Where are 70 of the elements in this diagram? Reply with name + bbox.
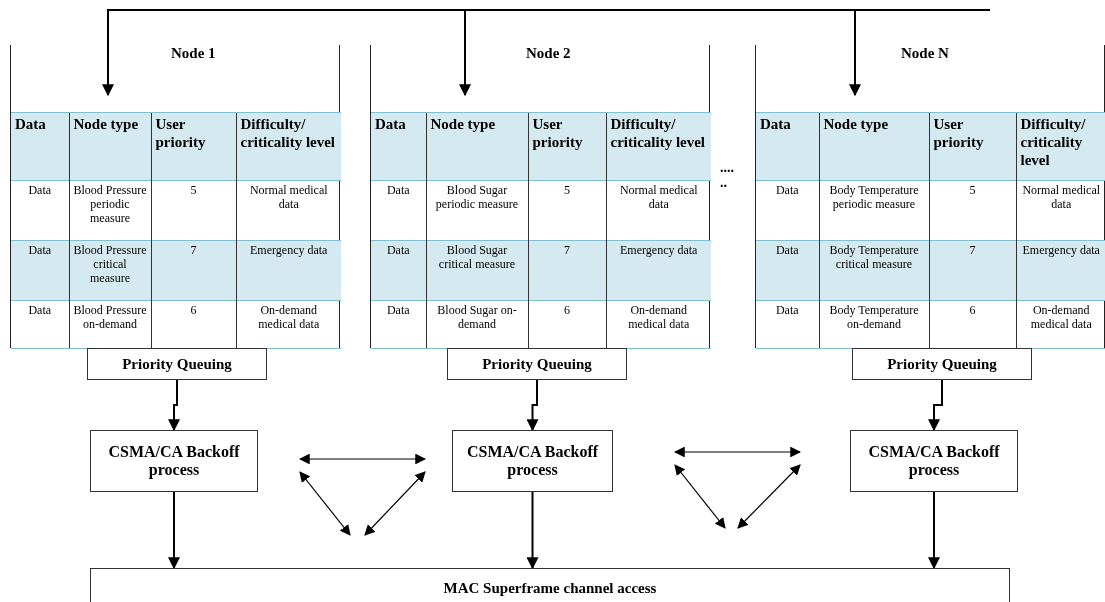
table-entry: Body Temperature periodic measure [828, 183, 920, 211]
table-entry: Data [386, 243, 410, 257]
table-entry: 6 [190, 303, 197, 317]
table-entry: 7 [564, 243, 570, 257]
arrow [168, 491, 180, 570]
table-entry: 7 [969, 243, 976, 257]
process-box: CSMA/CA Backoff process [452, 430, 613, 492]
table-entry: Data [775, 183, 799, 197]
process-box: Priority Queuing [447, 348, 627, 380]
table-entry: Emergency data [620, 243, 698, 257]
column-header: Data [375, 115, 406, 133]
arrow [849, 9, 991, 97]
table-entry: Data [28, 243, 52, 257]
column-header: Node type [430, 115, 496, 133]
process-box: CSMA/CA Backoff process [850, 430, 1018, 492]
table-entry: Data [386, 183, 410, 197]
arrow [526, 491, 539, 570]
table-entry: Emergency data [1022, 243, 1100, 257]
table-entry: Data [386, 303, 410, 317]
arrow [928, 491, 940, 570]
table-entry: Normal medical data [618, 183, 699, 211]
table-entry: Blood Pressure periodic measure [73, 183, 147, 225]
table-entry: On-demand medical data [257, 303, 321, 331]
table-entry: 6 [969, 303, 976, 317]
node-panel [370, 45, 710, 348]
column-header: Difficulty/ criticality level [610, 115, 707, 151]
process-box: Priority Queuing [87, 348, 267, 380]
process-box: MAC Superframe channel access [90, 568, 1010, 602]
table-entry: Data [28, 183, 52, 197]
process-box: Priority Queuing [852, 348, 1032, 380]
column-header: Data [15, 115, 46, 133]
table-entry: 7 [190, 243, 197, 257]
arrow [526, 379, 539, 432]
column-header: Node type [823, 115, 889, 133]
column-header: User priority [155, 115, 207, 151]
table-entry: Body Temperature critical measure [828, 243, 920, 271]
table-entry: Blood Sugar periodic measure [434, 183, 520, 211]
table-entry: Data [28, 303, 52, 317]
node-panel [755, 45, 1105, 348]
column-header: Difficulty/ criticality level [1020, 115, 1087, 169]
table-entry: Normal medical data [248, 183, 329, 211]
node-panel [10, 45, 340, 348]
table-entry: Blood Sugar critical measure [437, 243, 517, 271]
table-entry: Blood Pressure critical measure [73, 243, 147, 285]
table-entry: Body Temperature on-demand [828, 303, 920, 331]
table-entry: Data [775, 303, 799, 317]
column-header: User priority [532, 115, 584, 151]
table-entry: Emergency data [250, 243, 328, 257]
ellipsis-mark: .... [720, 160, 734, 176]
arrow [168, 379, 180, 432]
table-entry: 5 [969, 183, 976, 197]
node-title: Node 1 [171, 45, 216, 62]
table-entry: Normal medical data [1021, 183, 1102, 211]
node-title: Node N [901, 45, 949, 62]
arrow [928, 379, 943, 432]
table-entry: Blood Pressure on-demand [73, 303, 147, 331]
column-header: User priority [933, 115, 985, 151]
table-entry: Data [775, 243, 799, 257]
table-entry: 5 [190, 183, 197, 197]
column-header: Data [760, 115, 791, 133]
table-entry: Blood Sugar on-demand [436, 303, 518, 331]
column-header: Difficulty/ criticality level [240, 115, 337, 151]
process-box: CSMA/CA Backoff process [90, 430, 258, 492]
table-entry: On-demand medical data [1029, 303, 1093, 331]
node-title: Node 2 [526, 45, 571, 62]
table-entry: On-demand medical data [627, 303, 691, 331]
column-header: Node type [73, 115, 139, 133]
ellipsis-mark: .. [720, 175, 727, 191]
table-entry: 5 [564, 183, 570, 197]
table-entry: 6 [564, 303, 570, 317]
